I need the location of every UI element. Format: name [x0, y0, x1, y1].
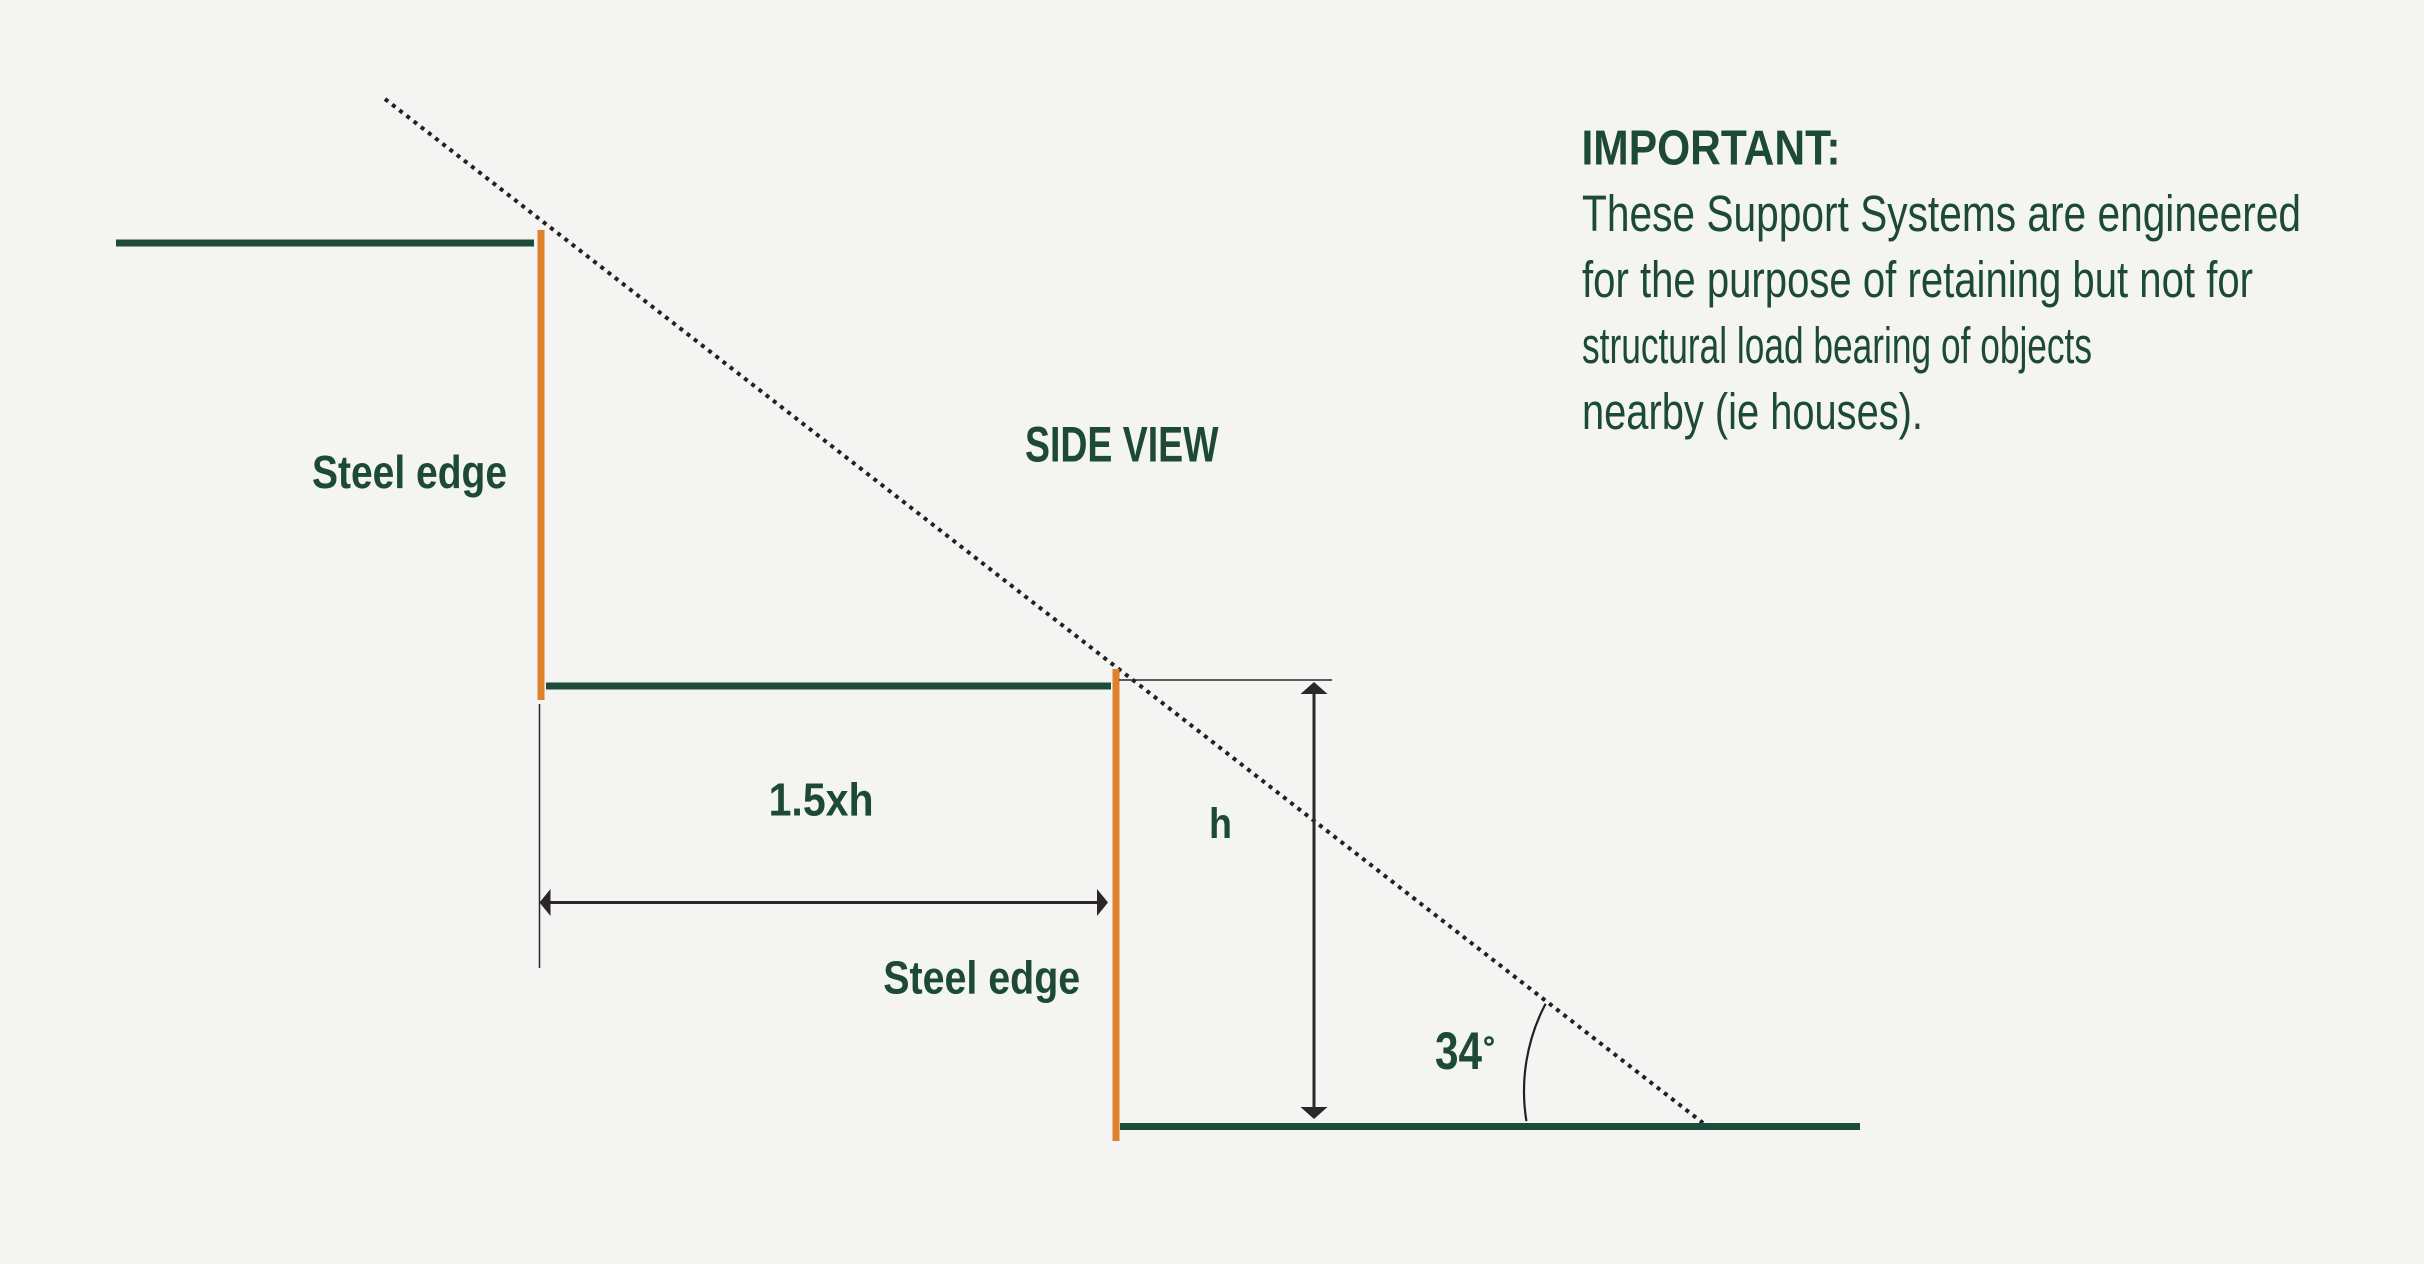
svg-text:IMPORTANT:: IMPORTANT:: [1582, 122, 1841, 176]
svg-text:SIDE VIEW: SIDE VIEW: [1025, 417, 1219, 473]
svg-text:1.5xh: 1.5xh: [769, 773, 874, 825]
svg-text:Steel edge: Steel edge: [883, 952, 1080, 1004]
svg-text:structural load bearing of obj: structural load bearing of objects: [1582, 317, 2092, 374]
svg-text:for the purpose of retaining b: for the purpose of retaining but not for: [1582, 251, 2253, 308]
svg-text:h: h: [1209, 800, 1232, 848]
svg-text:These Support Systems are engi: These Support Systems are engineered: [1582, 185, 2301, 242]
svg-text:Steel edge: Steel edge: [312, 446, 507, 498]
svg-text:34: 34: [1435, 1022, 1482, 1081]
svg-text:nearby (ie houses).: nearby (ie houses).: [1582, 383, 1923, 440]
